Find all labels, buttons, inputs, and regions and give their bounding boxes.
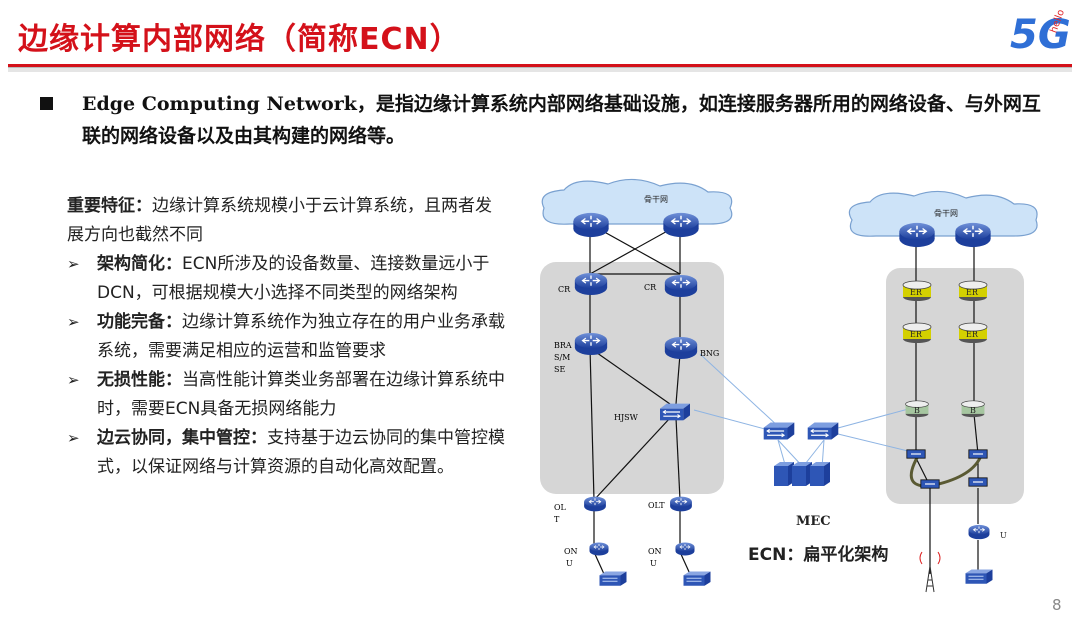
onu-device-icon xyxy=(675,542,695,556)
onu-label: ON xyxy=(648,547,662,556)
right-cloud-label: 骨干网 xyxy=(934,209,958,218)
feature-item-1: ➢ 架构简化：ECN所涉及的设备数量、连接数量远小于DCN，可根据规模大小选择不同… xyxy=(67,250,507,308)
backbone-router-icon xyxy=(662,212,700,238)
left-backbone-cloud xyxy=(541,178,733,225)
page-number: 8 xyxy=(1052,596,1062,614)
arrow-bullet-icon: ➢ xyxy=(67,255,80,273)
b-label: B xyxy=(970,406,976,415)
ecn-architecture-diagram: 骨干网 骨干网 xyxy=(540,178,1038,593)
feature-label: 无损性能： xyxy=(97,370,182,390)
logo-5g-text: 5G xyxy=(1010,12,1071,58)
feature-label: 边云协同，集中管控： xyxy=(97,428,267,448)
features-summary-text: 边缘计算系统规模小于云计算系统，且两者发展方向也截然不同 xyxy=(67,196,492,245)
onu-label: U xyxy=(650,559,657,568)
bng-router-icon xyxy=(664,336,698,360)
access-node-icon xyxy=(906,449,926,459)
mec-server-rack-icon xyxy=(774,462,830,486)
access-node-icon xyxy=(968,477,988,487)
arrow-bullet-icon: ➢ xyxy=(67,429,80,447)
mec-switch-icon xyxy=(807,421,839,441)
olt-label: OL xyxy=(554,503,567,512)
er-label: ER xyxy=(910,288,923,297)
cr-label: CR xyxy=(644,283,657,292)
access-node-icon xyxy=(920,479,940,489)
onu-label: U xyxy=(566,559,573,568)
olt-label: OLT xyxy=(648,501,665,510)
5g-hello-logo: 5G hello xyxy=(1010,8,1071,58)
mec-switch-icon xyxy=(763,421,795,441)
olt-label: T xyxy=(554,515,560,524)
bras-router-icon xyxy=(574,332,608,356)
feature-label: 功能完备： xyxy=(97,312,182,332)
user-equipment-icon xyxy=(599,571,627,587)
feature-label: 架构简化： xyxy=(97,254,182,274)
olt-device-icon xyxy=(583,496,607,512)
backbone-router-icon xyxy=(954,222,992,248)
arrow-bullet-icon: ➢ xyxy=(67,371,80,389)
user-equipment-icon xyxy=(683,571,711,587)
onu-label: ON xyxy=(564,547,578,556)
intro-lead: Edge Computing Network， xyxy=(82,93,376,115)
user-equipment-icon xyxy=(965,569,993,585)
bras-label: SE xyxy=(554,365,565,374)
slide-title: 边缘计算内部网络（简称ECN） xyxy=(18,22,461,57)
er-label: ER xyxy=(966,330,979,339)
onu-device-icon xyxy=(589,542,609,556)
u-label: U xyxy=(1000,531,1007,540)
cr-router-icon xyxy=(664,274,698,298)
backbone-router-icon xyxy=(572,212,610,238)
square-bullet-icon xyxy=(40,97,53,110)
title-divider xyxy=(8,64,1072,72)
feature-text: 边缘计算系统作为独立存在的用户业务承载系统，需要满足相应的运营和监管要求 xyxy=(97,312,505,361)
feature-item-3: ➢ 无损性能：当高性能计算类业务部署在边缘计算系统中时，需要ECN具备无损网络能力 xyxy=(67,366,507,424)
mec-label: MEC xyxy=(796,514,831,529)
features-summary: 重要特征：边缘计算系统规模小于云计算系统，且两者发展方向也截然不同 xyxy=(67,192,507,250)
access-node-icon xyxy=(968,449,988,459)
feature-text: ECN所涉及的设备数量、连接数量远小于DCN，可根据规模大小选择不同类型的网络架… xyxy=(97,254,490,303)
cr-label: CR xyxy=(558,285,571,294)
hjsw-switch-icon xyxy=(659,403,691,421)
hjsw-label: HJSW xyxy=(614,413,639,422)
cell-tower-icon xyxy=(919,551,941,593)
arrow-bullet-icon: ➢ xyxy=(67,313,80,331)
feature-item-4: ➢ 边云协同，集中管控：支持基于边云协同的集中管控模式，以保证网络与计算资源的自动… xyxy=(67,424,507,482)
feature-item-2: ➢ 功能完备：边缘计算系统作为独立存在的用户业务承载系统，需要满足相应的运营和监管… xyxy=(67,308,507,366)
feature-text: 支持基于边云协同的集中管控模式，以保证网络与计算资源的自动化高效配置。 xyxy=(97,428,505,477)
b-label: B xyxy=(914,406,920,415)
olt-device-icon xyxy=(669,496,693,512)
right-backbone-cloud xyxy=(848,190,1038,237)
intro-text: Edge Computing Network，是指边缘计算系统内部网络基础设施，… xyxy=(82,88,1057,152)
features-heading: 重要特征： xyxy=(67,196,152,216)
er-label: ER xyxy=(966,288,979,297)
bng-label: BNG xyxy=(700,349,719,358)
backbone-router-icon xyxy=(898,222,936,248)
left-cloud-label: 骨干网 xyxy=(644,195,668,204)
diagram-caption: ECN：扁平化架构 xyxy=(748,545,889,565)
right-network-panel xyxy=(886,268,1024,504)
cr-router-icon xyxy=(574,272,608,296)
bras-label: BRA xyxy=(554,341,572,350)
feature-text: 当高性能计算类业务部署在边缘计算系统中时，需要ECN具备无损网络能力 xyxy=(97,370,505,419)
bras-label: S/M xyxy=(554,353,570,362)
er-label: ER xyxy=(910,330,923,339)
intro-body: 是指边缘计算系统内部网络基础设施，如连接服务器所用的网络设备、与外网互联的网络设… xyxy=(82,93,1041,147)
features-block: 重要特征：边缘计算系统规模小于云计算系统，且两者发展方向也截然不同 ➢ 架构简化：… xyxy=(67,192,507,482)
user-router-icon xyxy=(968,524,990,540)
